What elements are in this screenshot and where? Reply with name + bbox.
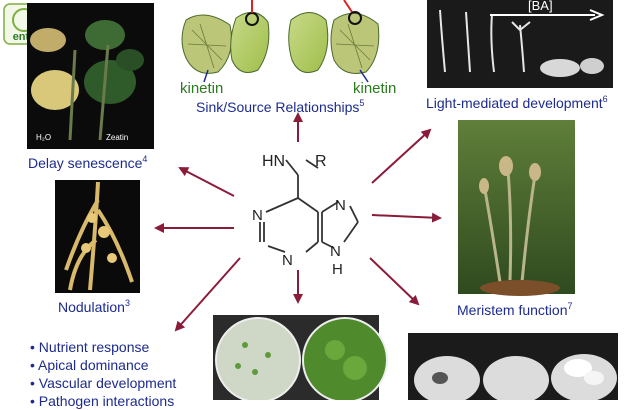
delay-senescence-label: Delay senescence4	[28, 154, 147, 171]
list-item: • Nutrient response	[30, 339, 150, 355]
diagram-stage: enta H₂O Zeatin Delay senescence4 kineti…	[3, 0, 618, 409]
ba-label: [BA]	[528, 0, 553, 13]
senescence-photo: H₂O Zeatin	[27, 3, 154, 149]
arrows	[154, 112, 442, 332]
hn-group: HN	[262, 153, 285, 170]
kinetin-left-label: kinetin	[180, 80, 223, 97]
meristem-label: Meristem function7	[457, 301, 573, 318]
cytokinin-diagram: enta H₂O Zeatin Delay senescence4 kineti…	[3, 0, 618, 400]
list-item: • Vascular development	[30, 375, 177, 391]
function-list: • Nutrient response • Apical dominance •…	[30, 338, 220, 410]
nodulation-label: Nodulation3	[58, 298, 130, 315]
n9-atom: N	[330, 243, 341, 260]
callus-dishes-photo	[408, 333, 618, 400]
sink-source-label: Sink/Source Relationships5	[196, 98, 364, 115]
n7-atom: N	[335, 197, 346, 214]
meristem-photo	[458, 120, 575, 296]
sink-source-leaves	[181, 0, 380, 83]
arrow-down-left	[174, 257, 241, 332]
kinetin-right-label: kinetin	[353, 80, 396, 97]
petri-dishes-photo	[213, 315, 388, 400]
list-item: • Apical dominance	[30, 357, 149, 373]
h2o-label: H₂O	[36, 133, 51, 142]
light-development-label: Light-mediated development6	[426, 94, 608, 111]
nodulation-photo	[55, 180, 140, 293]
h9-atom: H	[332, 261, 343, 278]
list-item: • Pathogen interactions	[30, 393, 175, 409]
arrow-up-left	[178, 167, 235, 197]
light-development-photo: [BA]	[427, 0, 613, 88]
arrow-up-right	[371, 128, 432, 184]
arrow-right	[371, 212, 442, 223]
arrow-down-right	[369, 257, 420, 306]
r-group: R	[315, 153, 327, 170]
n3-atom: N	[282, 252, 293, 269]
cytokinin-structure: HN R N N N N H	[252, 153, 359, 278]
zeatin-label: Zeatin	[106, 133, 128, 142]
n1-atom: N	[252, 207, 263, 224]
